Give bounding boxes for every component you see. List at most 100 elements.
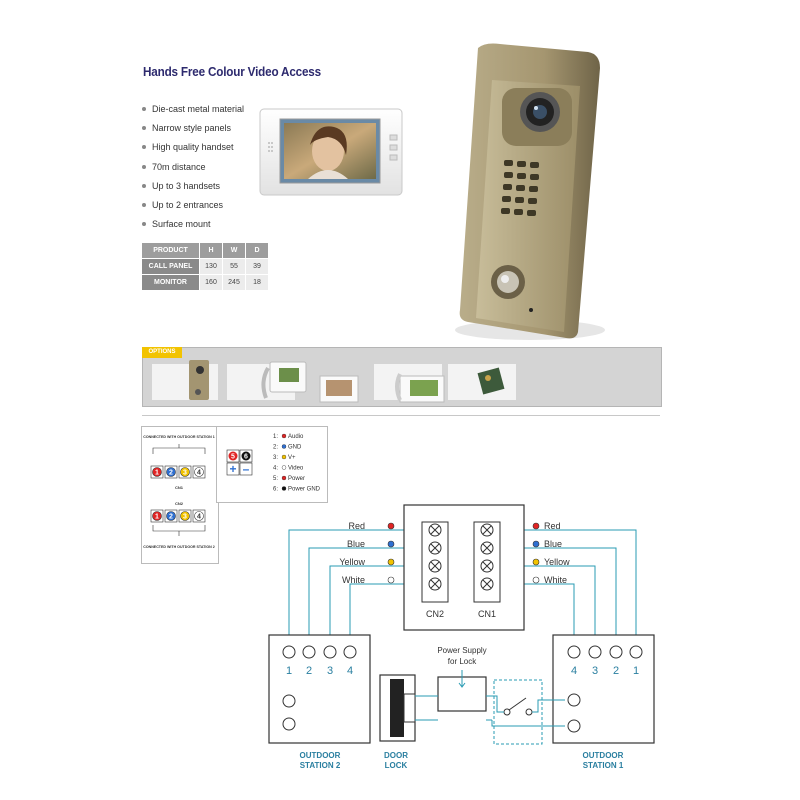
legend-pin-dot bbox=[281, 465, 287, 470]
feature-item: High quality handset bbox=[142, 141, 244, 160]
station2-terminal bbox=[343, 645, 357, 659]
wire-label-right: White bbox=[544, 575, 567, 585]
station2-caption: CONNECTED WITH OUTDOOR STATION 2 bbox=[143, 545, 215, 549]
options-images bbox=[152, 360, 516, 403]
cell-d: 18 bbox=[246, 275, 268, 290]
station2-terminal-number: 3 bbox=[327, 665, 333, 677]
legend-terminal-dot bbox=[180, 467, 190, 477]
feature-item: Up to 3 handsets bbox=[142, 180, 244, 199]
station2-lock-terminal bbox=[282, 694, 296, 708]
table-row: CALL PANEL 130 55 39 bbox=[142, 259, 268, 274]
column-header: H bbox=[200, 243, 222, 258]
column-header: PRODUCT bbox=[142, 243, 199, 258]
cell-h: 160 bbox=[200, 275, 222, 290]
wire-right bbox=[493, 529, 637, 646]
power-supply-label-line1: Power Supply bbox=[437, 646, 486, 655]
cell-h: 130 bbox=[200, 259, 222, 274]
wire-label-left: Blue bbox=[347, 539, 365, 549]
door-station-image bbox=[455, 43, 605, 340]
row-label: MONITOR bbox=[142, 275, 199, 290]
row-label: CALL PANEL bbox=[142, 259, 199, 274]
feature-item: 70m distance bbox=[142, 161, 244, 180]
legend-terminal-dot bbox=[166, 467, 176, 477]
cell-w: 55 bbox=[223, 259, 245, 274]
dimensions-table: PRODUCT H W D CALL PANEL 130 55 39 MONIT… bbox=[141, 242, 269, 291]
wire-color-dot bbox=[532, 522, 540, 530]
station1-terminal-number: 1 bbox=[633, 665, 639, 677]
legend-terminal-number: 3 bbox=[183, 514, 187, 521]
cn1-caption: CN1 bbox=[175, 485, 184, 490]
legend-terminal-number: 4 bbox=[197, 470, 201, 477]
wire-left bbox=[349, 583, 429, 646]
cn2-caption: CN2 bbox=[175, 501, 184, 506]
wire-color-dot bbox=[532, 576, 540, 584]
legend-panel: CONNECTED WITH OUTDOOR STATION 1 1 2 3 4 CN… bbox=[143, 433, 321, 549]
outdoor-station-1-label: OUTDOOR bbox=[583, 751, 624, 760]
legend-pin-number: 4: bbox=[273, 466, 278, 472]
wire-left bbox=[308, 547, 429, 646]
station1-caption-line1: CONNECTED WITH OUTDOOR STATION 1 bbox=[143, 435, 215, 439]
outdoor-station-2-label: STATION 2 bbox=[300, 761, 341, 770]
legend-pin-number: 5: bbox=[273, 476, 278, 482]
legend-terminal-number: 1 bbox=[155, 514, 159, 521]
legend-terminal-number: 2 bbox=[169, 470, 173, 477]
door-lock-icon bbox=[390, 679, 404, 737]
options-label: OPTIONS bbox=[142, 347, 182, 358]
wire-color-dot bbox=[532, 540, 540, 548]
legend-power-number: 6 bbox=[244, 454, 248, 461]
wire-right bbox=[493, 565, 596, 646]
legend-power-dot bbox=[241, 451, 251, 461]
legend-power-sign: – bbox=[243, 462, 250, 476]
legend-pin-label: GND bbox=[288, 445, 302, 451]
page-title: Hands Free Colour Video Access bbox=[143, 64, 321, 79]
legend-terminal-dot bbox=[194, 467, 204, 477]
legend-pin-label: Video bbox=[288, 466, 304, 472]
wire-label-left: Red bbox=[348, 521, 365, 531]
feature-item: Surface mount bbox=[142, 218, 244, 237]
cell-w: 245 bbox=[223, 275, 245, 290]
wire-label-right: Blue bbox=[544, 539, 562, 549]
column-header: D bbox=[246, 243, 268, 258]
option-relay-board-icon bbox=[477, 367, 505, 395]
station2-terminal-number: 1 bbox=[286, 665, 292, 677]
legend-pin-dot bbox=[281, 433, 287, 439]
legend-terminal-dot bbox=[194, 511, 204, 521]
station2-terminal bbox=[302, 645, 316, 659]
legend-terminal-number: 3 bbox=[183, 470, 187, 477]
station1-terminal-number: 3 bbox=[592, 665, 598, 677]
outdoor-station-2-label: OUTDOOR bbox=[300, 751, 341, 760]
station1-terminal-number: 4 bbox=[571, 665, 577, 677]
cell-d: 39 bbox=[246, 259, 268, 274]
legend-terminal-number: 4 bbox=[197, 514, 201, 521]
station2-lock-terminal bbox=[282, 717, 296, 731]
legend-power-dot bbox=[228, 451, 238, 461]
legend-pin-dot bbox=[281, 454, 287, 460]
divider bbox=[142, 415, 660, 416]
wire-label-left: Yellow bbox=[339, 557, 365, 567]
feature-list: Die-cast metal material Narrow style pan… bbox=[142, 103, 244, 237]
legend-pin-label: V+ bbox=[288, 455, 296, 461]
station1-terminal-number: 2 bbox=[613, 665, 619, 677]
station1-terminal bbox=[567, 645, 581, 659]
legend-pin-dot bbox=[281, 444, 287, 449]
wire-label-left: White bbox=[342, 575, 365, 585]
cn2-label: CN2 bbox=[426, 609, 444, 619]
station1-lock-terminal bbox=[567, 719, 581, 733]
legend-pin-number: 3: bbox=[273, 455, 278, 461]
door-lock-label: LOCK bbox=[385, 761, 408, 770]
power-supply-label-line2: for Lock bbox=[448, 657, 477, 666]
legend-pin-label: Audio bbox=[288, 434, 304, 440]
legend-terminal-dot bbox=[152, 467, 162, 477]
legend-terminal-number: 2 bbox=[169, 514, 173, 521]
legend-terminal-dot bbox=[180, 511, 190, 521]
legend-pin-label: Power GND bbox=[288, 487, 321, 493]
legend-connection-box bbox=[141, 426, 219, 564]
wire-right bbox=[493, 547, 617, 646]
legend-power-sign: + bbox=[229, 462, 236, 476]
legend-terminal-number: 1 bbox=[155, 470, 159, 477]
feature-item: Die-cast metal material bbox=[142, 103, 244, 122]
station1-terminal bbox=[629, 645, 643, 659]
wire-color-dot bbox=[532, 558, 540, 566]
legend-pin-number: 6: bbox=[273, 487, 278, 493]
table-row: MONITOR 160 245 18 bbox=[142, 275, 268, 290]
